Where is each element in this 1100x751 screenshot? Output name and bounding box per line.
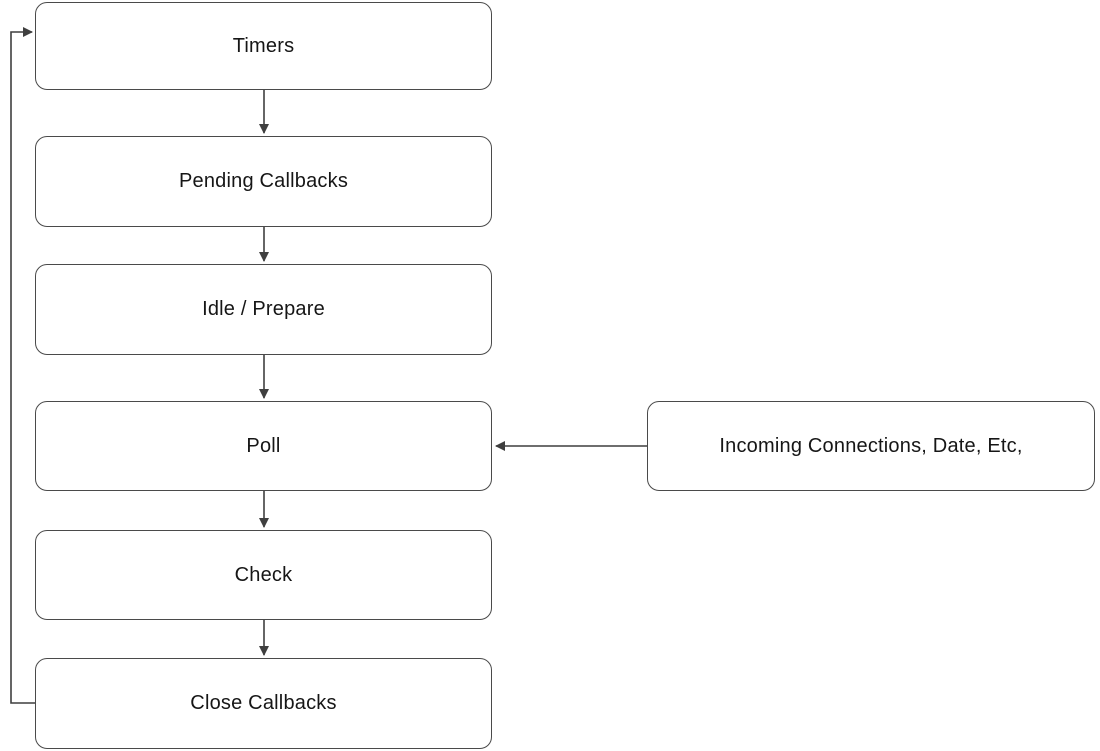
node-close-callbacks-label: Close Callbacks xyxy=(190,692,337,714)
node-poll-label: Poll xyxy=(246,434,281,457)
node-incoming-connections: Incoming Connections, Date, Etc, xyxy=(647,401,1095,491)
node-pending-callbacks: Pending Callbacks xyxy=(35,136,492,227)
node-close-callbacks: Close Callbacks xyxy=(35,658,492,749)
node-idle-prepare-label: Idle / Prepare xyxy=(202,298,325,320)
node-timers-label: Timers xyxy=(232,34,295,57)
node-idle-prepare: Idle / Prepare xyxy=(35,264,492,355)
edge-close-to-timers-loop xyxy=(10,27,35,704)
node-pending-callbacks-label: Pending Callbacks xyxy=(178,170,349,192)
node-poll: Poll xyxy=(35,401,492,491)
node-timers: Timers xyxy=(35,2,492,90)
node-check: Check xyxy=(35,530,492,620)
node-incoming-connections-label: Incoming Connections, Date, Etc, xyxy=(719,434,1023,457)
node-check-label: Check xyxy=(234,563,293,586)
